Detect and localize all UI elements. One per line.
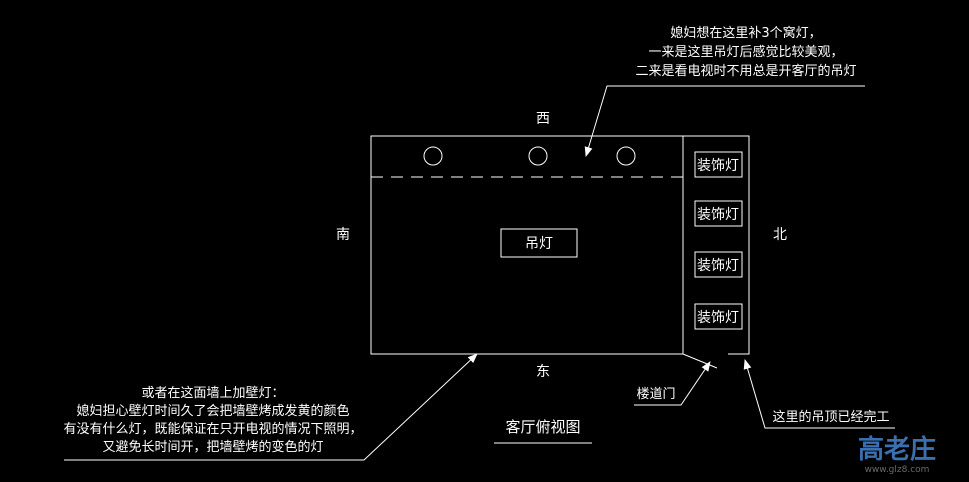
site-watermark: 高老庄 www.glz8.com (858, 434, 936, 475)
direction-south: 南 (336, 227, 350, 243)
deco-lamp-label: 装饰灯 (697, 207, 739, 223)
left-note-line: 媳妇担心壁灯时间久了会把墙壁烤成发黄的颜色 (76, 403, 349, 419)
watermark-text: 高老庄 (858, 434, 936, 465)
diagram-title: 客厅俯视图 (505, 418, 580, 436)
left-note-line: 有没有什么灯，既能保证在只开电视的情况下照明， (63, 421, 362, 437)
stair-door-label: 楼道门 (636, 387, 675, 402)
deco-lamp-box (694, 151, 743, 178)
stair-door-swing (682, 353, 718, 369)
chandelier-label: 吊灯 (525, 236, 553, 252)
left-note-leader (64, 353, 478, 461)
top-note-line: 一来是这里吊灯后感觉比较美观， (648, 44, 843, 60)
chandelier-box (500, 228, 578, 258)
deco-lamp-label: 装饰灯 (697, 310, 739, 326)
top-note-line: 媳妇想在这里补3个窝灯， (670, 25, 821, 41)
direction-north: 北 (773, 227, 787, 243)
watermark-url: www.glz8.com (865, 465, 930, 475)
ceiling-done-leader (743, 359, 895, 429)
top-note-line: 二来是看电视时不用总是开客厅的吊灯 (635, 63, 856, 79)
top-note-leader (584, 85, 865, 157)
stair-door-leader (634, 361, 711, 406)
deco-lamp-box (694, 200, 743, 227)
living-room-outline (370, 135, 684, 355)
deco-lamp-label: 装饰灯 (697, 258, 739, 274)
left-note-line: 或者在这面墙上加壁灯： (141, 385, 284, 401)
recessed-light (528, 146, 548, 166)
direction-east: 东 (536, 364, 550, 380)
recessed-light (423, 146, 443, 166)
deco-lamp-box (694, 303, 743, 330)
recessed-light (616, 146, 636, 166)
left-note-line: 又避免长时间开，把墙壁烤的变色的灯 (102, 439, 323, 455)
direction-west: 西 (536, 111, 550, 127)
deco-lamp-box (694, 251, 743, 278)
ceiling-done-label: 这里的吊顶已经完工 (772, 409, 889, 425)
finished-ceiling-strip (683, 135, 750, 355)
deco-lamp-label: 装饰灯 (697, 158, 739, 174)
